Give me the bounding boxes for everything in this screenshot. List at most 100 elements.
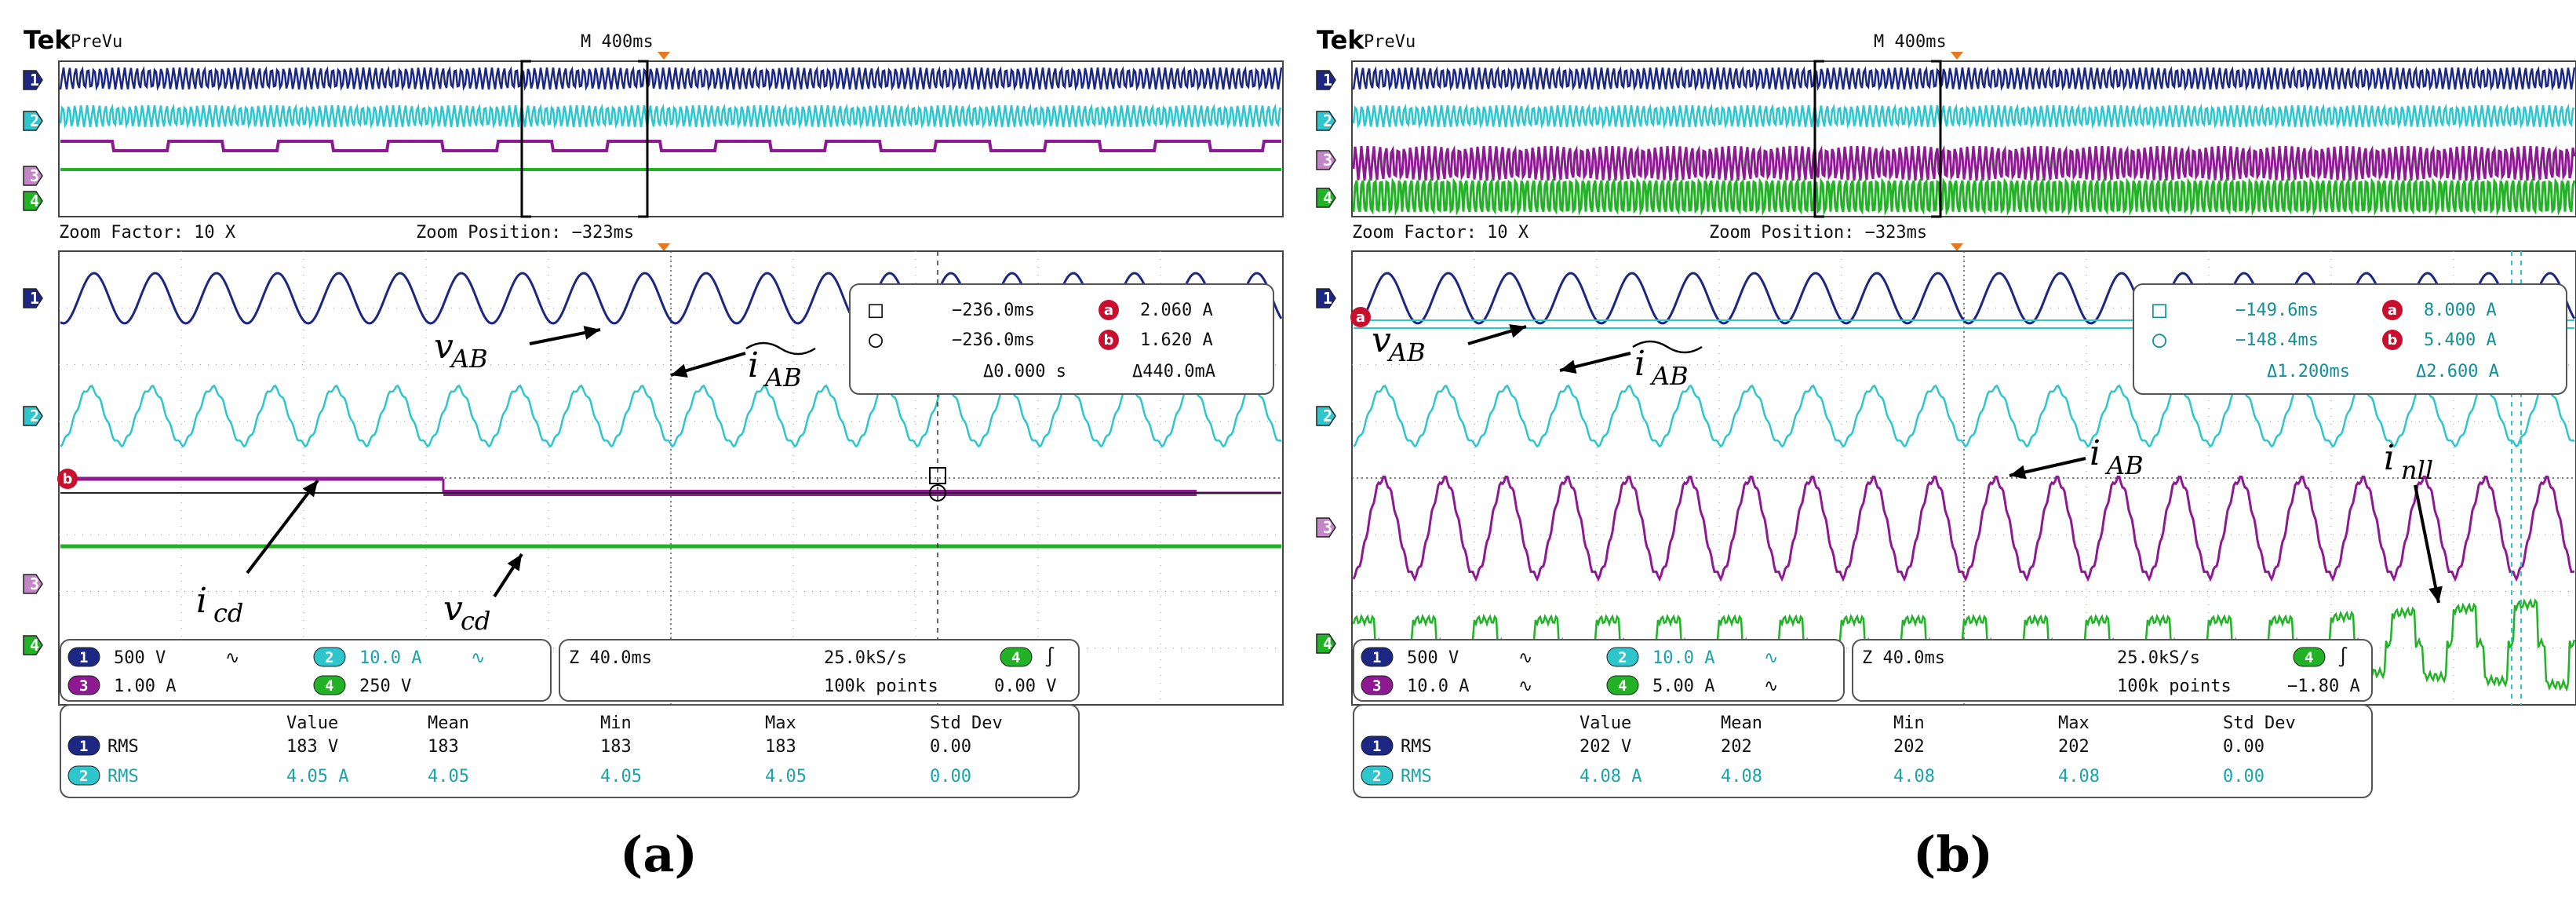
channel-pill-shape: [1361, 765, 1394, 786]
math-symbol: i: [196, 581, 207, 621]
zoom-channel-marker-3: 3: [23, 574, 43, 594]
channel-marker-number: 1: [1323, 289, 1332, 308]
cursor-badge-letter: b: [1104, 332, 1114, 348]
zoom-position-label: Zoom Position: −323ms: [416, 223, 634, 243]
channel-pill-shape: [2293, 647, 2326, 667]
sample-rate-label: 25.0kS/s: [2117, 648, 2200, 668]
cursor-a-symbol: □: [869, 296, 883, 323]
annotation-arrow: [2414, 484, 2443, 604]
arrow-shaft: [246, 479, 319, 575]
math-symbol: i: [1634, 344, 1645, 384]
channel-pill-shape: [67, 675, 100, 695]
measurement-type: RMS: [107, 767, 139, 786]
channel-coupling-2: ∿: [471, 648, 485, 668]
arrow-head: [2009, 465, 2027, 480]
arrow-head: [1560, 359, 1577, 374]
cursor-badge: b: [1099, 330, 1119, 350]
cursor-badge: b: [2382, 330, 2403, 350]
channel-pill: 3: [1361, 675, 1394, 695]
measurement-cell: 202: [1721, 737, 1752, 757]
channel-marker-number: 4: [1323, 188, 1332, 207]
measurement-cell: 0.00: [2223, 767, 2264, 786]
timebase-label: M 400ms: [1874, 32, 1947, 52]
measurement-cell: 183: [600, 737, 632, 757]
channel-scale-3: 10.0 A: [1407, 677, 1469, 696]
channel-marker-shape: [1316, 150, 1336, 170]
annotation-arrow: [493, 553, 523, 598]
overview-channel-marker-2: 2: [23, 111, 43, 131]
cursor-badge-letter: b: [2388, 332, 2398, 348]
sample-rate-label: 25.0kS/s: [824, 648, 907, 668]
overview-channel-marker-3: 3: [1316, 150, 1336, 170]
channel-marker-number: 4: [30, 636, 39, 655]
channel-pill-number: 2: [1618, 649, 1627, 666]
channel-pill-number: 1: [79, 738, 88, 755]
channel-scale-3: 1.00 A: [114, 677, 176, 696]
cursor-b-time: −236.0ms: [952, 330, 1035, 350]
cursor-delta-value: Δ440.0mA: [1132, 362, 1215, 381]
channel-pill-shape: [1606, 675, 1639, 695]
measurement-header: Std Dev: [2223, 713, 2296, 733]
cursor-a-time: −236.0ms: [952, 301, 1035, 320]
channel-marker-shape: [23, 406, 43, 426]
channel-pill-number: 1: [1372, 738, 1381, 755]
channel-pill-number: 2: [1372, 768, 1381, 785]
overview-channel-marker-1: 1: [1316, 70, 1336, 90]
channel-pill: 4: [1000, 647, 1033, 667]
math-symbol: i: [748, 345, 759, 385]
zoom-channel-marker-1: 1: [1316, 288, 1336, 308]
measurements-frame: [1353, 704, 2373, 798]
measurement-cell: 183: [428, 737, 459, 757]
channel-coupling-1: ∿: [1518, 648, 1532, 668]
overview-channel-marker-4: 4: [23, 191, 43, 211]
zoom-bracket-right: [1931, 60, 1942, 218]
cursor-badge-letter: b: [63, 471, 73, 487]
measurement-header: Max: [2058, 713, 2090, 733]
channel-marker-shape: [23, 635, 43, 655]
measurement-cell: 4.05: [765, 767, 807, 786]
cursor-b-value: 5.400 A: [2424, 330, 2497, 350]
panel-caption: (b): [1913, 826, 1993, 883]
label-vab: vAB: [434, 327, 488, 374]
channel-pill-shape: [1361, 675, 1394, 695]
arrow-head: [507, 554, 522, 571]
channel-pill-number: 1: [1372, 649, 1381, 666]
channel-marker-number: 1: [30, 71, 39, 89]
label-vab: vAB: [1372, 320, 1426, 367]
annotation-arrow: [670, 352, 746, 378]
channel-marker-number: 1: [30, 289, 39, 308]
measurement-cell: 183: [765, 737, 796, 757]
overview-trace-ch2: [59, 103, 1282, 129]
channel-coupling-3: ∿: [1518, 677, 1532, 696]
tilde-mark: [1632, 340, 1703, 354]
trigger-level-label: 0.00 V: [994, 677, 1056, 696]
channel-pill-shape: [1606, 647, 1639, 667]
channel-coupling-4: ∿: [1764, 677, 1778, 696]
channel-coupling-2: ∿: [1764, 648, 1778, 668]
acquisition-frame: [559, 639, 1080, 702]
measurement-cell: 0.00: [930, 737, 971, 757]
cursor-badge-letter: a: [1104, 302, 1113, 319]
cursor-square-marker: [929, 467, 946, 484]
trigger-level-label: −1.80 A: [2287, 677, 2360, 696]
measurements-frame: [60, 704, 1080, 798]
channel-marker-shape: [23, 191, 43, 211]
cursor-a-value: 2.060 A: [1140, 301, 1213, 320]
brand-logo-text: Tek: [24, 25, 71, 55]
measurement-cell: 4.08 A: [1579, 767, 1641, 786]
overview-channel-marker-1: 1: [23, 70, 43, 90]
channel-marker-number: 3: [30, 166, 39, 185]
channel-settings-frame: [60, 639, 552, 702]
panel-caption: (a): [620, 826, 698, 883]
zoom-position-label: Zoom Position: −323ms: [1709, 223, 1927, 243]
measurement-header: Mean: [1721, 713, 1762, 733]
channel-pill-number: 4: [1618, 677, 1627, 695]
